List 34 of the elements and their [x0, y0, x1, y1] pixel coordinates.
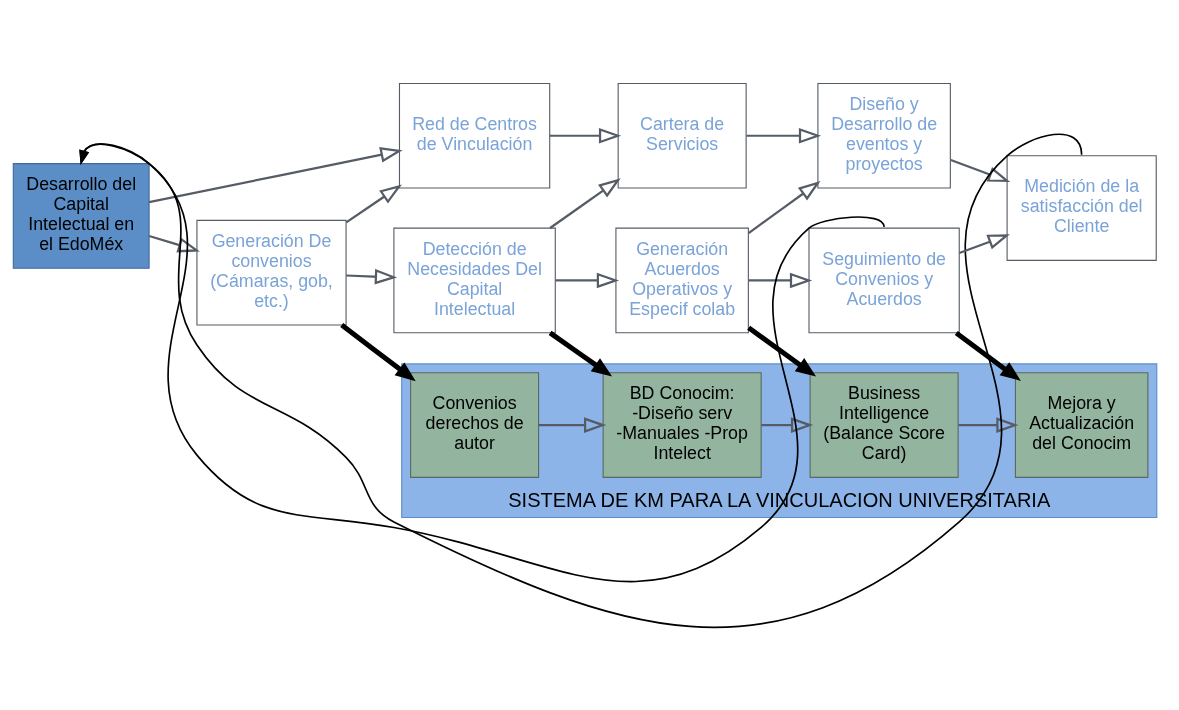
node-box: Generación Acuerdos Operativos y Especif colab — [615, 227, 749, 333]
node-box: Red de Centros de Vinculación — [398, 82, 551, 189]
node-box: Medición de la satisfacción del Cliente — [1006, 154, 1157, 261]
arrow — [538, 416, 607, 433]
node-box: Detección de Necesidades Del Capital Intelectual — [393, 227, 556, 333]
node-box: Seguimiento de Convenios y Acuerdos — [808, 227, 960, 333]
arrow — [346, 268, 398, 284]
arrow — [345, 184, 402, 223]
arrow — [950, 158, 1011, 182]
arrow — [148, 146, 403, 203]
node-box: Cartera de Servicios — [617, 82, 747, 189]
arrow — [79, 142, 885, 582]
arrow — [148, 234, 200, 252]
arrow — [549, 127, 622, 144]
node-box: Diseño y Desarrollo de eventos y proyectos — [817, 82, 951, 189]
arrow — [555, 272, 620, 288]
node-box: Desarrollo del Capital Intelectual en el EdoMéx — [12, 162, 150, 269]
node-box: BD Conocim: -Diseño serv -Manuales -Prop Intelect — [602, 371, 762, 478]
arrow — [548, 330, 613, 377]
arrow — [340, 322, 416, 381]
node-box: Convenios derechos de autor — [410, 371, 540, 478]
node-box: Generación De convenios (Cámaras, gob, etc.) — [196, 219, 347, 325]
arrow — [958, 416, 1019, 433]
node-box: Mejora y Actualización del Conocim — [1014, 371, 1149, 478]
arrow — [747, 325, 817, 377]
arrow — [79, 132, 1083, 628]
arrow — [748, 272, 813, 288]
arrow — [958, 233, 1010, 254]
arrow — [746, 127, 822, 144]
node-box: Business Intelligence (Balance Score Card) — [809, 371, 959, 478]
arrow — [748, 180, 821, 234]
arrow — [761, 416, 814, 433]
arrow — [549, 177, 621, 229]
arrow — [954, 330, 1021, 381]
